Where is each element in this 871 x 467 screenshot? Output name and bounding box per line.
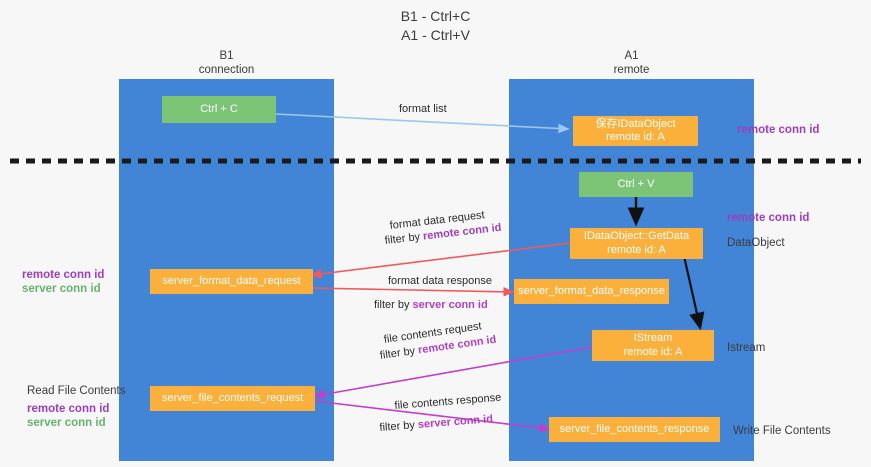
edge-label-format-data-response-filter: filter by server conn id bbox=[374, 298, 488, 312]
right-label-remote-conn-id-top: remote conn id bbox=[737, 123, 819, 137]
right-label-write-file-contents: Write File Contents bbox=[733, 424, 831, 438]
left-label-server-conn-id-2-text: server conn id bbox=[27, 417, 106, 429]
filter-prefix: filter by bbox=[374, 299, 413, 311]
left-label-remote-conn-id: remote conn id bbox=[22, 268, 104, 282]
node-ctrl-v[interactable]: Ctrl + V bbox=[579, 172, 693, 197]
edge-label-format-data-response: format data response bbox=[388, 274, 492, 288]
column-header-a1: A1 remote bbox=[509, 49, 754, 77]
node-server-format-data-response[interactable]: server_format_data_response bbox=[514, 279, 669, 304]
left-label-read-file-contents-text: Read File Contents bbox=[27, 385, 126, 397]
edge-label-file-contents-response-filter: filter by server conn id bbox=[379, 412, 493, 435]
node-save-idataobject-label: 保存IDataObject bbox=[595, 117, 676, 130]
right-label-istream: Istream bbox=[727, 341, 765, 355]
edge-label-file-contents-response: file contents response bbox=[394, 391, 502, 413]
title-line-2: A1 - Ctrl+V bbox=[401, 27, 470, 43]
left-label-server-conn-id-2: server conn id bbox=[27, 416, 106, 430]
right-label-dataobject-text: DataObject bbox=[727, 237, 785, 249]
node-server-format-data-response-label: server_format_data_response bbox=[518, 284, 665, 297]
node-server-format-data-request-label: server_format_data_request bbox=[162, 274, 301, 287]
node-idataobject-getdata-label: IDataObject::GetData bbox=[583, 230, 690, 242]
right-label-istream-text: Istream bbox=[727, 342, 766, 354]
node-ctrl-v-label: Ctrl + V bbox=[617, 177, 655, 190]
node-istream-label: IStream bbox=[633, 332, 673, 344]
node-server-format-data-request[interactable]: server_format_data_request bbox=[150, 269, 313, 294]
filter-key-server-conn-id: server conn id bbox=[412, 299, 488, 311]
right-label-remote-conn-id-mid: remote conn id bbox=[727, 211, 809, 225]
edge-label-format-list: format list bbox=[399, 102, 447, 116]
node-ctrl-c-label: Ctrl + C bbox=[200, 102, 238, 115]
column-header-b1: B1 connection bbox=[119, 49, 334, 77]
title-line-1: B1 - Ctrl+C bbox=[400, 8, 471, 24]
right-label-remote-conn-id-top-text: remote conn id bbox=[737, 124, 820, 136]
column-header-b1-sub: connection bbox=[198, 64, 255, 76]
node-save-idataobject-sub: remote id: A bbox=[606, 131, 665, 143]
left-label-remote-conn-id-text: remote conn id bbox=[22, 269, 105, 281]
column-header-a1-name: A1 bbox=[624, 50, 639, 62]
node-server-file-contents-request[interactable]: server_file_contents_request bbox=[150, 386, 315, 411]
node-server-file-contents-request-label: server_file_contents_request bbox=[161, 391, 304, 404]
page-title: B1 - Ctrl+C A1 - Ctrl+V bbox=[0, 7, 871, 45]
node-ctrl-c[interactable]: Ctrl + C bbox=[162, 96, 276, 123]
column-header-a1-sub: remote bbox=[613, 64, 650, 76]
right-label-remote-conn-id-mid-text: remote conn id bbox=[727, 212, 810, 224]
left-label-server-conn-id: server conn id bbox=[22, 282, 101, 296]
node-server-file-contents-response[interactable]: server_file_contents_response bbox=[549, 417, 720, 442]
filter-key-server-conn-id: server conn id bbox=[417, 413, 494, 431]
edge-label-file-contents-response-text: file contents response bbox=[394, 391, 502, 412]
edge-label-format-data-response-text: format data response bbox=[388, 275, 492, 287]
edge-label-format-list-text: format list bbox=[399, 103, 447, 115]
node-save-idataobject[interactable]: 保存IDataObject remote id: A bbox=[573, 116, 698, 146]
node-idataobject-getdata-sub: remote id: A bbox=[607, 243, 666, 256]
left-label-server-conn-id-text: server conn id bbox=[22, 283, 101, 295]
left-label-remote-conn-id-2: remote conn id bbox=[27, 402, 109, 416]
node-server-file-contents-response-label: server_file_contents_response bbox=[559, 422, 710, 435]
node-istream-sub: remote id: A bbox=[623, 345, 683, 358]
right-label-dataobject: DataObject bbox=[727, 236, 785, 250]
left-label-remote-conn-id-2-text: remote conn id bbox=[27, 403, 110, 415]
right-label-write-file-contents-text: Write File Contents bbox=[733, 425, 831, 437]
filter-prefix: filter by bbox=[379, 344, 419, 362]
node-istream[interactable]: IStream remote id: A bbox=[592, 330, 714, 361]
column-header-b1-name: B1 bbox=[219, 50, 234, 62]
filter-prefix: filter by bbox=[379, 418, 419, 434]
filter-prefix: filter by bbox=[384, 230, 424, 247]
node-idataobject-getdata[interactable]: IDataObject::GetData remote id: A bbox=[570, 228, 703, 259]
left-label-read-file-contents: Read File Contents bbox=[27, 384, 125, 398]
